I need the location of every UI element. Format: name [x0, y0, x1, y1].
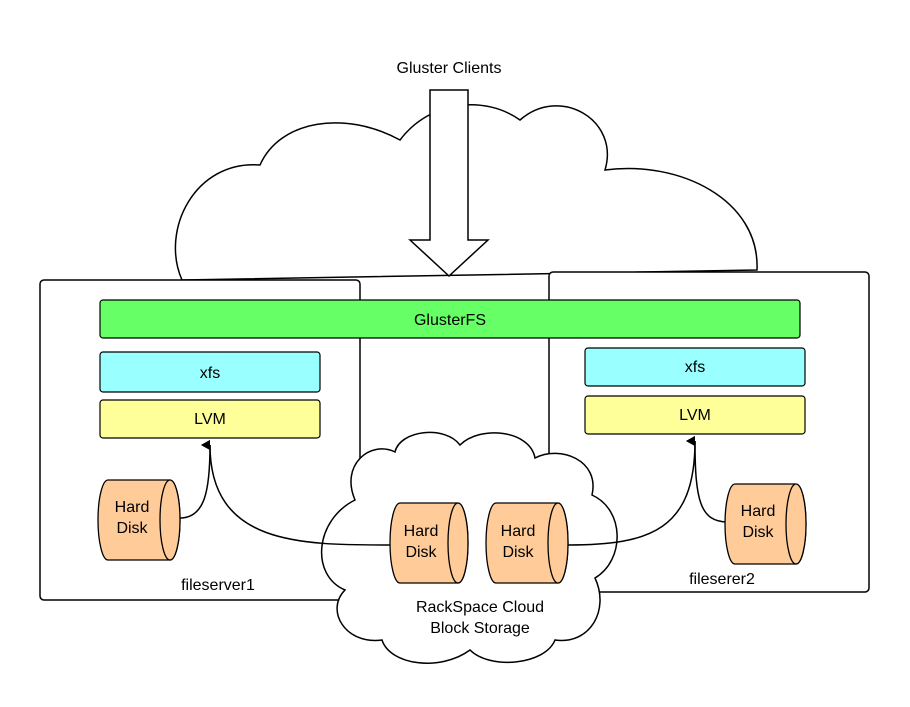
fileserver1-cloud-disk-connector	[201, 440, 391, 546]
fileserver1-xfs-bar	[99, 351, 321, 393]
svg-text:Disk: Disk	[116, 520, 148, 537]
fileserver2-xfs-label: xfs	[685, 359, 705, 376]
fileserver1-lvm-bar	[99, 399, 321, 439]
cloud-hard-disk-a: Hard Disk	[389, 502, 469, 584]
fileserver2-name: fileserer2	[689, 571, 755, 588]
fileserver2-xfs-bar	[584, 347, 806, 387]
fileserver2-local-disk-connector	[686, 436, 729, 523]
fileserver1-lvm-label: LVM	[194, 411, 226, 428]
svg-text:Hard: Hard	[115, 499, 150, 516]
glusterfs-bar	[99, 299, 801, 339]
fileserver2-lvm-bar	[584, 395, 806, 435]
svg-text:Disk: Disk	[742, 524, 774, 541]
fileserver1-xfs-label: xfs	[200, 365, 220, 382]
glusterfs-label: GlusterFS	[414, 312, 486, 329]
cloud-hard-disk-b: Hard Disk	[485, 502, 569, 584]
svg-text:Hard: Hard	[404, 523, 439, 540]
fileserver2-cloud-disk-connector	[567, 436, 696, 546]
gluster-clients-label: Gluster Clients	[397, 60, 502, 77]
clients-down-arrow	[408, 89, 490, 278]
fileserver2-hard-disk: Hard Disk	[724, 483, 807, 565]
svg-text:Disk: Disk	[502, 544, 534, 561]
storage-cloud	[320, 431, 618, 664]
cloud-storage-label-line1: RackSpace Cloud	[416, 599, 544, 616]
fileserver1-name: fileserver1	[181, 577, 255, 594]
svg-text:Hard: Hard	[741, 503, 776, 520]
fileserver2-lvm-label: LVM	[679, 407, 711, 424]
fileserver1-hard-disk: Hard Disk	[97, 479, 181, 561]
svg-text:Hard: Hard	[501, 523, 536, 540]
cloud-storage-label-line2: Block Storage	[430, 620, 530, 637]
svg-text:Disk: Disk	[405, 544, 437, 561]
